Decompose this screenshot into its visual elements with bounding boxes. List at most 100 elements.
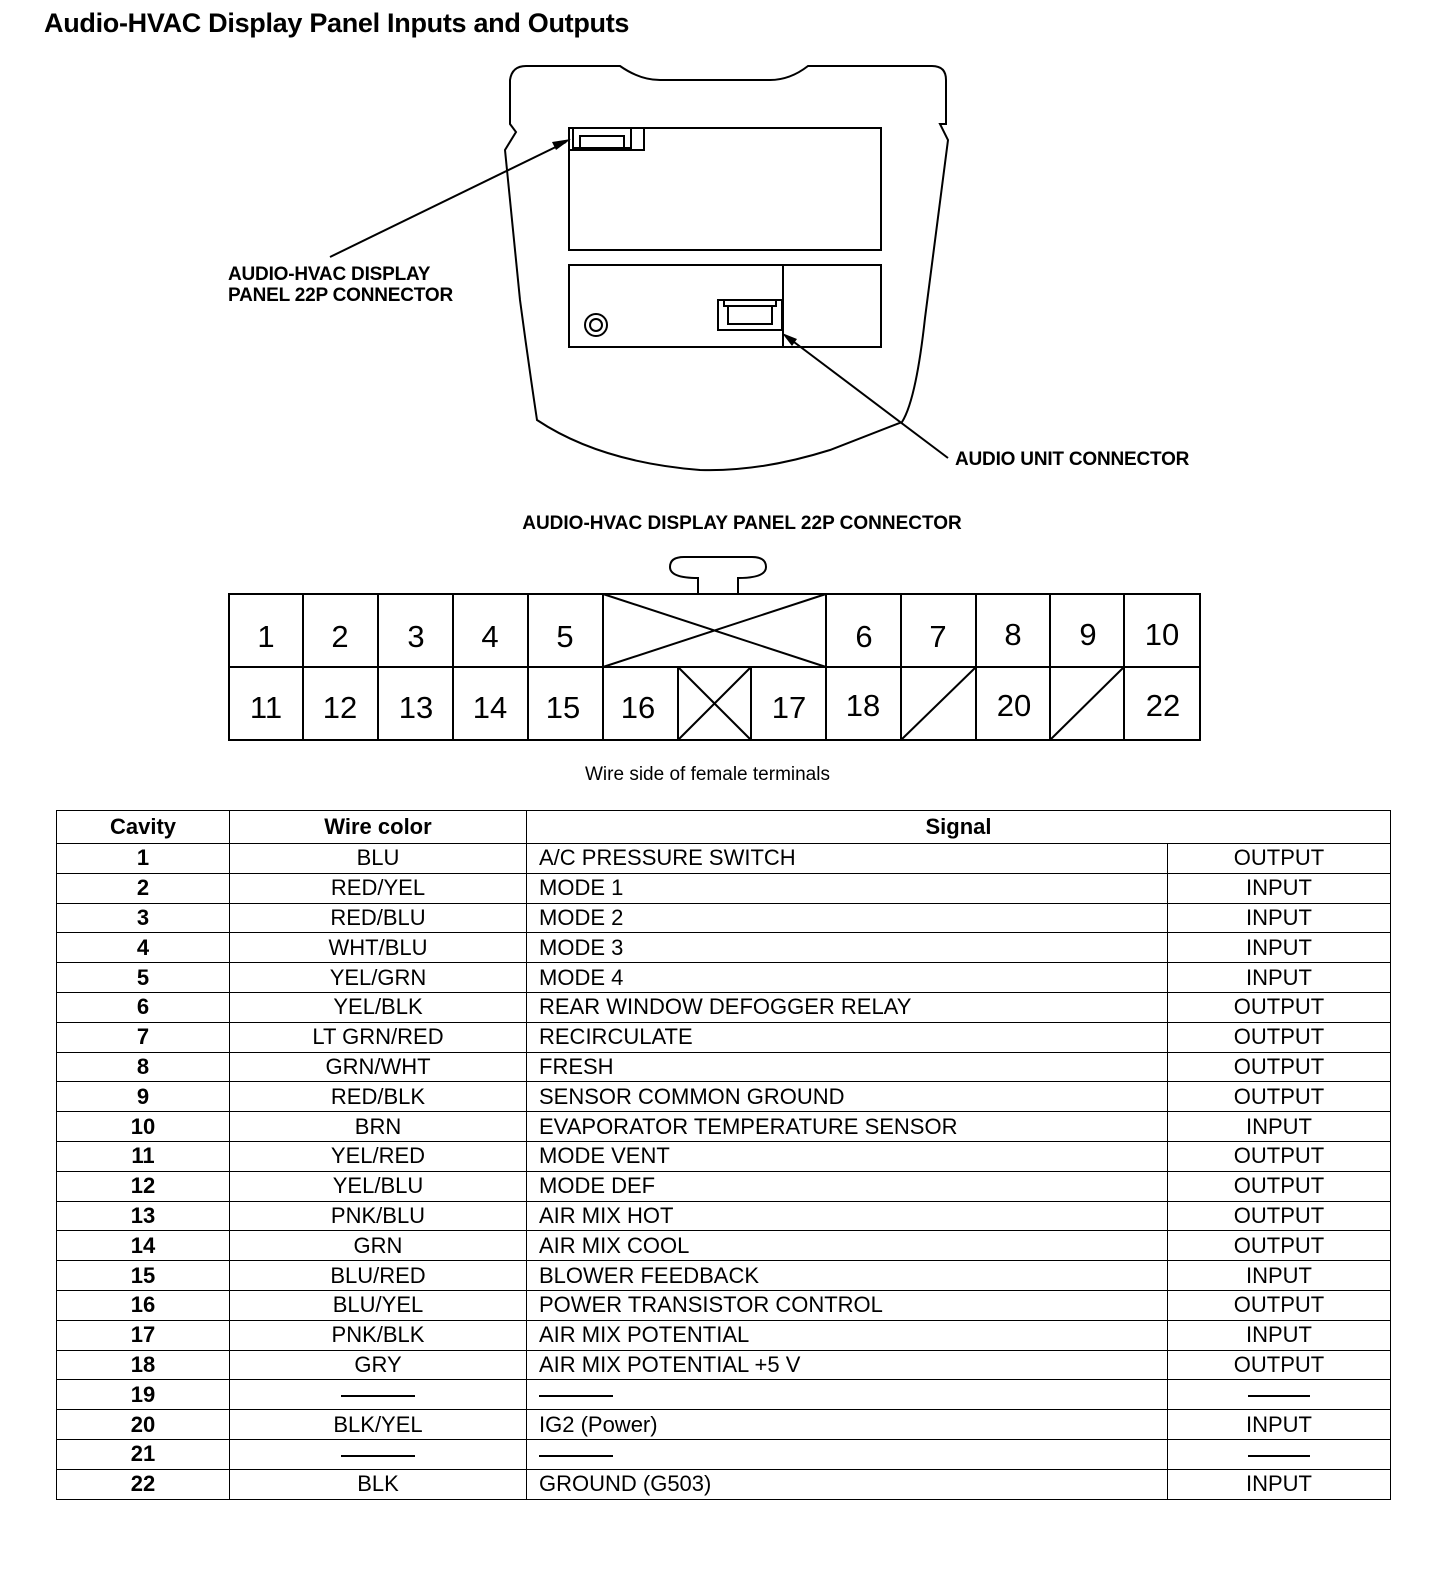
wire-color-cell: YEL/BLK	[229, 991, 527, 1023]
empty-dash	[341, 1394, 415, 1397]
cavity-cell: 12	[56, 1170, 230, 1202]
cavity-cell: 16	[56, 1289, 230, 1321]
wire-color-cell: GRY	[229, 1349, 527, 1381]
io-cell: OUTPUT	[1166, 1081, 1392, 1113]
pin-4: 4	[481, 619, 498, 654]
pin-20: 20	[997, 688, 1031, 723]
io-cell: OUTPUT	[1166, 1170, 1392, 1202]
cavity-cell: 8	[56, 1051, 230, 1083]
signal-cell: EVAPORATOR TEMPERATURE SENSOR	[526, 1111, 1168, 1142]
pin-3: 3	[407, 619, 424, 654]
lower-unit-box	[568, 264, 882, 348]
signal-cell: REAR WINDOW DEFOGGER RELAY	[526, 991, 1168, 1023]
io-cell: INPUT	[1166, 1260, 1392, 1291]
pin-1: 1	[257, 619, 274, 654]
upper-display-box	[568, 127, 882, 251]
signal-cell: AIR MIX POTENTIAL +5 V	[526, 1349, 1168, 1381]
pin-17: 17	[772, 690, 806, 725]
cavity-cell: 3	[56, 902, 230, 934]
signal-cell: MODE 3	[526, 932, 1168, 964]
wire-color-cell: YEL/GRN	[229, 962, 527, 993]
io-cell: INPUT	[1166, 1111, 1392, 1142]
cavity-cell: 4	[56, 932, 230, 964]
table-row: 19	[56, 1379, 1392, 1411]
cavity-cell: 5	[56, 962, 230, 993]
io-cell: OUTPUT	[1166, 1289, 1392, 1321]
wire-color-cell: BLK/YEL	[229, 1409, 527, 1440]
empty-dash	[1248, 1454, 1310, 1457]
pin-10: 10	[1145, 617, 1179, 652]
connector-caption: Wire side of female terminals	[585, 764, 830, 785]
wire-color-cell: BLU/YEL	[229, 1289, 527, 1321]
pin-11: 11	[250, 690, 282, 725]
pin-15: 15	[546, 690, 580, 725]
signal-cell: SENSOR COMMON GROUND	[526, 1081, 1168, 1113]
io-cell: INPUT	[1166, 872, 1392, 904]
pin-9: 9	[1079, 617, 1096, 652]
cavity-cell: 1	[56, 843, 230, 874]
io-cell: INPUT	[1166, 1409, 1392, 1440]
wire-color-cell: LT GRN/RED	[229, 1021, 527, 1053]
wire-color-cell: RED/BLU	[229, 902, 527, 934]
panel-outline	[503, 65, 950, 472]
signal-cell: RECIRCULATE	[526, 1021, 1168, 1053]
io-cell: OUTPUT	[1166, 843, 1392, 874]
page-title: Audio-HVAC Display Panel Inputs and Outp…	[44, 8, 630, 38]
cavity-cell: 14	[56, 1230, 230, 1262]
io-cell: OUTPUT	[1166, 1230, 1392, 1262]
wire-color-cell: BRN	[229, 1111, 527, 1142]
signal-cell	[526, 1438, 1168, 1470]
cavity-cell: 15	[56, 1260, 230, 1291]
signal-cell: BLOWER FEEDBACK	[526, 1260, 1168, 1291]
header-signal: Signal	[525, 810, 1392, 844]
wire-color-cell: PNK/BLK	[229, 1319, 527, 1351]
io-cell: OUTPUT	[1166, 1200, 1392, 1232]
pin-6: 6	[855, 619, 872, 654]
io-cell: INPUT	[1166, 1319, 1392, 1351]
wire-color-cell: YEL/RED	[229, 1140, 527, 1172]
signal-cell: AIR MIX POTENTIAL	[526, 1319, 1168, 1351]
cavity-cell: 10	[56, 1111, 230, 1142]
signal-cell: MODE 4	[526, 962, 1168, 993]
label-22p-line2: PANEL 22P CONNECTOR	[228, 285, 453, 306]
signal-cell: AIR MIX COOL	[526, 1230, 1168, 1262]
signal-cell: MODE VENT	[526, 1140, 1168, 1172]
pin-12: 12	[323, 690, 357, 725]
io-cell: OUTPUT	[1166, 1021, 1392, 1053]
signal-cell: A/C PRESSURE SWITCH	[526, 843, 1168, 874]
knob	[584, 313, 608, 337]
pin-5: 5	[556, 619, 573, 654]
pin-22: 22	[1146, 688, 1180, 723]
pin-16: 16	[621, 690, 655, 725]
wire-color-cell: BLU	[229, 843, 527, 874]
signal-cell: MODE 1	[526, 872, 1168, 904]
cavity-cell: 18	[56, 1349, 230, 1381]
signal-cell	[526, 1379, 1168, 1411]
wire-color-cell: PNK/BLU	[229, 1200, 527, 1232]
io-cell: OUTPUT	[1166, 991, 1392, 1023]
label-22p-line1: AUDIO-HVAC DISPLAY	[228, 264, 431, 285]
io-cell: OUTPUT	[1166, 1349, 1392, 1381]
cavity-cell: 7	[56, 1021, 230, 1053]
empty-dash	[341, 1454, 415, 1457]
table-header-row: Cavity Wire color Signal	[56, 810, 1392, 844]
signal-cell: AIR MIX HOT	[526, 1200, 1168, 1232]
empty-dash	[1248, 1394, 1310, 1397]
signal-cell: MODE DEF	[526, 1170, 1168, 1202]
io-cell: INPUT	[1166, 962, 1392, 993]
cavity-cell: 2	[56, 872, 230, 904]
